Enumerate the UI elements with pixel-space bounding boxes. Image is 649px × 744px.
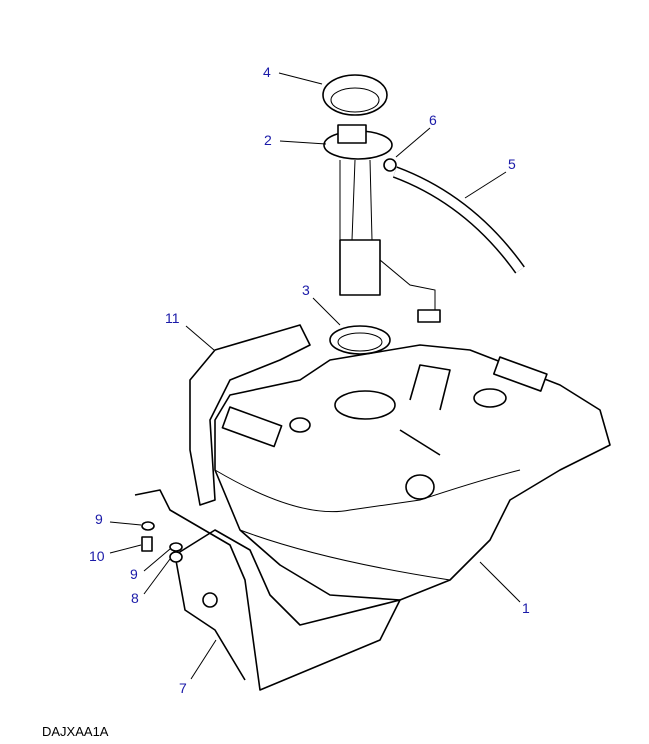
locking-ring (322, 74, 388, 116)
heat-shield (189, 324, 311, 506)
callout-9-lower: 9 (130, 566, 138, 582)
callout-6: 6 (429, 112, 437, 128)
washer (169, 542, 183, 552)
mounting-bracket (134, 489, 401, 691)
bolt (141, 536, 153, 552)
washer (141, 521, 155, 531)
leader-lines (109, 72, 521, 680)
fuel-tank (214, 344, 611, 601)
nut (169, 551, 183, 563)
callout-9: 9 (95, 511, 103, 527)
callout-3: 3 (302, 282, 310, 298)
hose-clip (383, 158, 397, 172)
fuel-pump (339, 239, 381, 296)
callout-10: 10 (89, 548, 105, 564)
callout-2: 2 (264, 132, 272, 148)
callout-11: 11 (165, 310, 180, 326)
seal (329, 325, 391, 355)
callout-7: 7 (179, 680, 187, 696)
diagram-caption: DAJXAA1A (42, 724, 109, 739)
callout-5: 5 (508, 156, 516, 172)
callout-1: 1 (522, 600, 530, 616)
callout-8: 8 (131, 590, 139, 606)
fuel-hose (392, 166, 525, 274)
callout-4: 4 (263, 64, 271, 80)
